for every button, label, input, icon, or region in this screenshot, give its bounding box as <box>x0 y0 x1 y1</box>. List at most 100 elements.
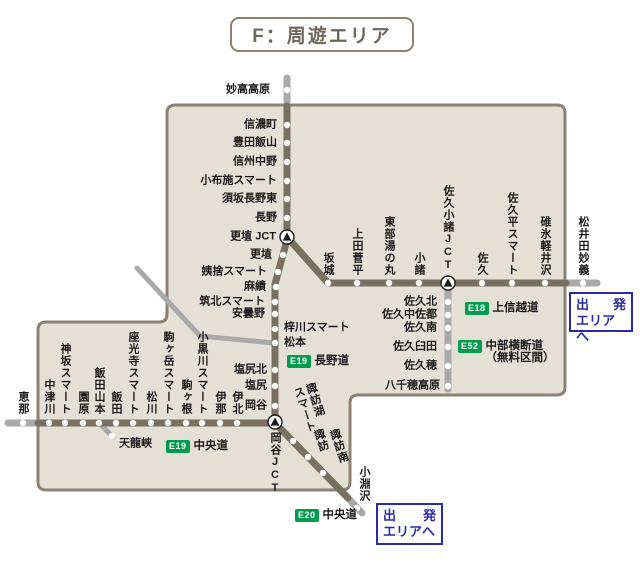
station-dot <box>271 382 279 390</box>
station-label: 小諸 <box>413 252 425 276</box>
station-label: 恵那 <box>17 391 29 415</box>
station-dot <box>164 419 172 427</box>
station-dot <box>271 325 279 333</box>
station-label: 飯田 <box>110 391 122 415</box>
station-label: 東部湯の丸 <box>383 216 395 276</box>
station-dot <box>415 279 423 287</box>
departure-char2: 発 <box>422 508 436 523</box>
station-dot <box>385 279 393 287</box>
station-dot <box>283 214 291 222</box>
station-dot <box>79 419 87 427</box>
station-dot <box>444 343 452 351</box>
station-label: 塩尻 <box>245 379 267 392</box>
station-label: 長野 <box>255 211 277 224</box>
station-dot <box>283 177 291 185</box>
page-title: F：周遊エリア <box>230 17 414 52</box>
station-dot <box>353 504 361 512</box>
route-number-badge: E20 <box>295 509 319 522</box>
departure-char1: 出 <box>576 297 590 312</box>
station-label: 佐久南 <box>404 321 437 334</box>
station-label: 駒ヶ岳スマート <box>162 331 174 415</box>
station-dot <box>233 419 241 427</box>
jct-marker-icon <box>279 229 295 245</box>
station-label: 信州中野 <box>233 155 277 168</box>
station-label: 安曇野 <box>232 307 265 320</box>
road-name-e19-2: E19 長野道 <box>287 355 349 368</box>
departure-area-link-right[interactable]: 出 発 エリアへ <box>569 292 633 344</box>
station-dot <box>182 419 190 427</box>
station-label: 佐久北 <box>404 295 437 308</box>
departure-line1: 出 発 <box>383 508 436 524</box>
station-dot <box>541 279 549 287</box>
station-dot <box>444 382 452 390</box>
station-dot <box>129 419 137 427</box>
station-label: 中津川 <box>43 379 55 415</box>
station-dot <box>478 279 486 287</box>
station-dot <box>271 366 279 374</box>
station-dot <box>319 469 327 477</box>
station-dot <box>324 279 332 287</box>
departure-line2: エリアへ <box>576 313 616 344</box>
road-name-label: 中央道 <box>194 440 229 452</box>
station-dot <box>444 311 452 319</box>
departure-area-link-bottom[interactable]: 出 発 エリアへ <box>376 503 443 545</box>
road-line <box>134 265 277 346</box>
station-dot <box>283 139 291 147</box>
station-label: 佐久中佐都 <box>382 308 437 321</box>
road-name-line1: 長野道 <box>314 355 350 367</box>
station-label: 豊田飯山 <box>233 136 277 149</box>
station-label: 碓氷軽井沢 <box>539 216 551 276</box>
station-label: 園原 <box>77 391 89 415</box>
station-dot <box>45 419 53 427</box>
tour-area-region <box>36 103 567 492</box>
station-label: 座光寺スマート <box>127 331 139 415</box>
station-label: 八千穂高原 <box>385 379 440 392</box>
route-number-badge: E19 <box>287 355 311 368</box>
station-label: 更埴 <box>250 248 272 261</box>
station-dot <box>19 419 27 427</box>
road-name-label: 上信越道 <box>493 302 539 314</box>
station-label: 岡谷JCT <box>269 432 281 495</box>
road-name-line1: 中央道 <box>322 509 358 521</box>
station-label: 小黒川スマート <box>196 331 208 415</box>
road-name-e19-3: E19 中央道 <box>166 440 228 453</box>
departure-char1: 出 <box>383 508 397 523</box>
road-name-label: 中央道 <box>323 509 358 521</box>
station-label: 神坂スマート <box>59 343 71 415</box>
station-dot <box>579 279 587 287</box>
route-number-badge: E19 <box>166 440 190 453</box>
road-name-line1: 上信越道 <box>492 302 539 314</box>
station-label: 佐久小諸JCT <box>442 185 454 272</box>
station-dot <box>283 195 291 203</box>
route-number-badge: E52 <box>458 340 482 353</box>
station-label: 松本 <box>284 336 306 349</box>
station-label: 塩尻北 <box>234 363 267 376</box>
road-name-label: 長野道 <box>315 355 350 367</box>
station-label: 駒ヶ根 <box>180 379 192 415</box>
station-label: 梓川スマート <box>284 321 350 334</box>
station-dot <box>271 310 279 318</box>
station-label: 佐久 <box>476 252 488 276</box>
station-label: 麻績 <box>244 280 266 293</box>
station-label: 佐久臼田 <box>393 340 437 353</box>
departure-line1: 出 発 <box>576 297 626 313</box>
station-dot <box>279 251 287 259</box>
station-dot <box>274 268 282 276</box>
station-label: 松川 <box>145 391 157 415</box>
station-dot <box>112 419 120 427</box>
station-label: 小布施スマート <box>200 174 277 187</box>
station-dot <box>283 121 291 129</box>
station-label: 妙高高原 <box>226 83 270 96</box>
station-label: 岡谷 <box>245 399 267 412</box>
station-label: 信濃町 <box>244 118 277 131</box>
station-dot <box>271 298 279 306</box>
expressway-line <box>271 102 291 427</box>
station-dot <box>444 324 452 332</box>
jct-marker-icon <box>267 414 283 430</box>
route-number-badge: E18 <box>465 302 489 315</box>
station-label: 小淵沢 <box>358 466 370 502</box>
station-dot <box>353 279 361 287</box>
